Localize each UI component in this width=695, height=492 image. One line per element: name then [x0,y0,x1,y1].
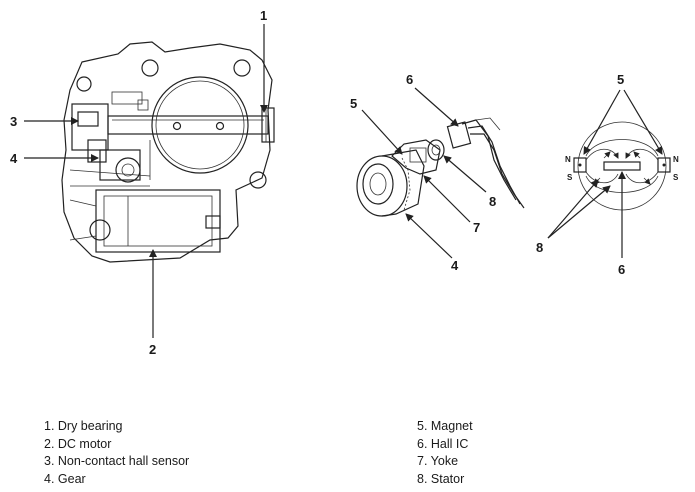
pole-label-right-s: S [673,173,679,182]
callout-6b: 6 [618,262,625,277]
callout-5b: 5 [617,72,624,87]
callout-4: 4 [10,151,18,166]
callout-5: 5 [350,96,357,111]
callout-7: 7 [473,220,480,235]
callout-1: 1 [260,8,267,23]
callout-6: 6 [406,72,413,87]
callout-line-4b [405,213,453,259]
legend-right: 5. Magnet 6. Hall IC 7. Yoke 8. Stator [417,418,473,488]
callout-line-7 [423,175,471,223]
legend-item: 2. DC motor [44,436,112,451]
callout-line-8b [547,185,611,239]
legend-item: 3. Non-contact hall sensor [44,454,190,468]
callout-line-5a [583,89,621,155]
callout-line-5b [623,89,663,155]
sensor-exploded-drawing [356,117,525,217]
throttle-body-drawing [61,41,275,263]
legend-item: 5. Magnet [417,419,473,433]
callout-line-8 [443,155,487,193]
callout-4b: 4 [451,258,459,273]
callout-8: 8 [489,194,496,209]
callout-line-5 [361,109,403,155]
callout-3: 3 [10,114,17,129]
callout-line-8a [547,179,599,239]
callout-line-6 [414,87,459,127]
legend-item: 1. Dry bearing [44,419,123,433]
pole-label-left-s: S [567,173,573,182]
legend-item: 4. Gear [44,471,86,486]
callout-2: 2 [149,342,156,357]
legend-item: 8. Stator [417,471,465,486]
legend-item: 6. Hall IC [417,436,469,451]
callout-8b: 8 [536,240,543,255]
legend-left: 1. Dry bearing 2. DC motor 3. Non-contac… [44,418,189,488]
legend-item: 7. Yoke [417,454,459,468]
pole-label-left-n: N [565,155,571,164]
pole-label-right-n: N [673,155,679,164]
component-diagram: 1 2 3 4 5 6 7 8 4 [10,8,679,357]
